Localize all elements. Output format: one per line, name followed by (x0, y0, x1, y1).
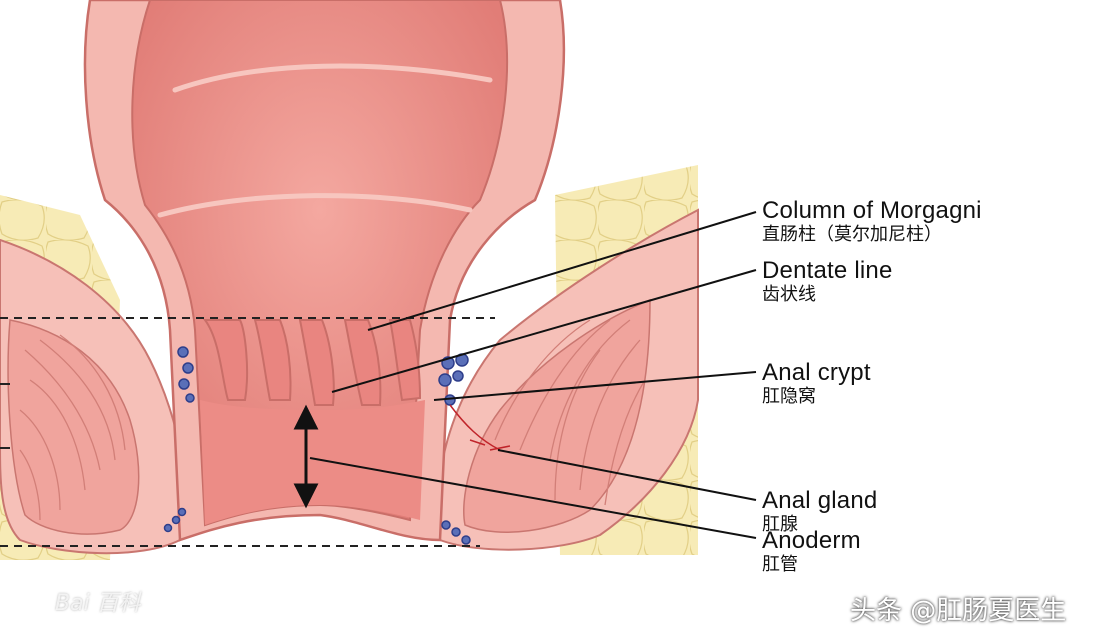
label-anoderm: Anoderm 肛管 (762, 528, 861, 576)
label-dentate-line: Dentate line 齿状线 (762, 258, 893, 306)
label-zh: 直肠柱（莫尔加尼柱） (762, 224, 942, 245)
label-zh: 齿状线 (762, 284, 816, 305)
label-column-of-morgagni: Column of Morgagni 直肠柱（莫尔加尼柱） (762, 198, 982, 246)
label-zh: 肛腺 (762, 514, 798, 535)
label-en: Column of Morgagni (762, 197, 982, 224)
right-sphincter (436, 208, 699, 551)
label-anal-gland: Anal gland 肛腺 (762, 488, 877, 536)
label-en: Anal gland (762, 487, 878, 514)
side-ticks (0, 383, 10, 449)
anal-canal-length-arrow (293, 404, 319, 509)
label-en: Dentate line (762, 257, 893, 284)
label-zh: 肛隐窝 (762, 386, 816, 407)
label-en: Anoderm (762, 527, 861, 554)
label-en: Anal crypt (762, 359, 871, 386)
author-credit: 头条 @肛肠夏医生 (850, 596, 1067, 626)
rectal-folds (157, 63, 493, 218)
anal-gland-duct (449, 404, 511, 451)
anal-canal (200, 400, 425, 525)
reference-lines (0, 317, 495, 547)
label-zh: 肛管 (762, 554, 798, 575)
columns-of-morgagni (203, 319, 422, 406)
leader-lines (309, 211, 757, 539)
label-anal-crypt: Anal crypt 肛隐窝 (762, 360, 871, 408)
watermark: Bai 百科 (55, 591, 141, 616)
